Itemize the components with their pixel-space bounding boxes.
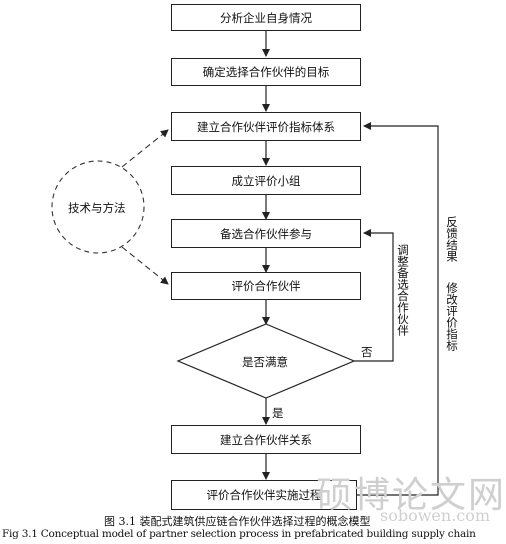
step-candidates-join: 备选合作伙伴参与 xyxy=(171,219,361,248)
feedback-result-label: 反馈结果 xyxy=(445,216,459,262)
method-circle xyxy=(51,160,145,254)
step-build-indicator-system: 建立合作伙伴评价指标体系 xyxy=(171,112,361,141)
step-label: 确定选择合作伙伴的目标 xyxy=(202,65,330,79)
step-label: 备选合作伙伴参与 xyxy=(220,226,312,241)
method-circle-label: 技术与方法 xyxy=(68,201,126,215)
step-evaluate-partners: 评价合作伙伴 xyxy=(171,272,361,300)
dashed-arrow-bottom xyxy=(121,246,169,285)
step-label: 评价合作伙伴 xyxy=(231,279,301,293)
step-analyze-enterprise: 分析企业自身情况 xyxy=(171,4,361,31)
watermark-cn: 硕博论文网 xyxy=(316,475,506,516)
dashed-arrow-top xyxy=(121,129,169,168)
step-label: 评价合作伙伴实施过程 xyxy=(206,488,322,502)
step-build-relationship: 建立合作伙伴关系 xyxy=(171,425,361,454)
watermark-url: sobowen.com xyxy=(380,506,491,525)
step-label: 建立合作伙伴评价指标体系 xyxy=(197,119,335,134)
caption-cn: 图 3.1 装配式建筑供应链合作伙伴选择过程的概念模型 xyxy=(104,515,371,528)
step-label: 成立评价小组 xyxy=(231,173,301,188)
step-form-team: 成立评价小组 xyxy=(171,166,361,195)
yes-label: 是 xyxy=(272,406,284,420)
step-evaluate-implementation: 评价合作伙伴实施过程 xyxy=(171,480,357,510)
decision-label: 是否满意 xyxy=(242,355,288,369)
no-label: 否 xyxy=(361,345,373,359)
no-loop-arrow xyxy=(354,229,394,362)
step-set-goal: 确定选择合作伙伴的目标 xyxy=(171,58,361,86)
feedback-loop-arrow xyxy=(357,122,439,496)
adjust-candidates-label: 调整备选合作伙伴 xyxy=(396,244,410,336)
caption-en: Fig 3.1 Conceptual model of partner sele… xyxy=(2,528,476,540)
decision-diamond xyxy=(176,323,356,399)
modify-indicators-label: 修改评价指标 xyxy=(445,282,459,351)
step-label: 建立合作伙伴关系 xyxy=(220,432,312,447)
step-label: 分析企业自身情况 xyxy=(220,10,312,25)
